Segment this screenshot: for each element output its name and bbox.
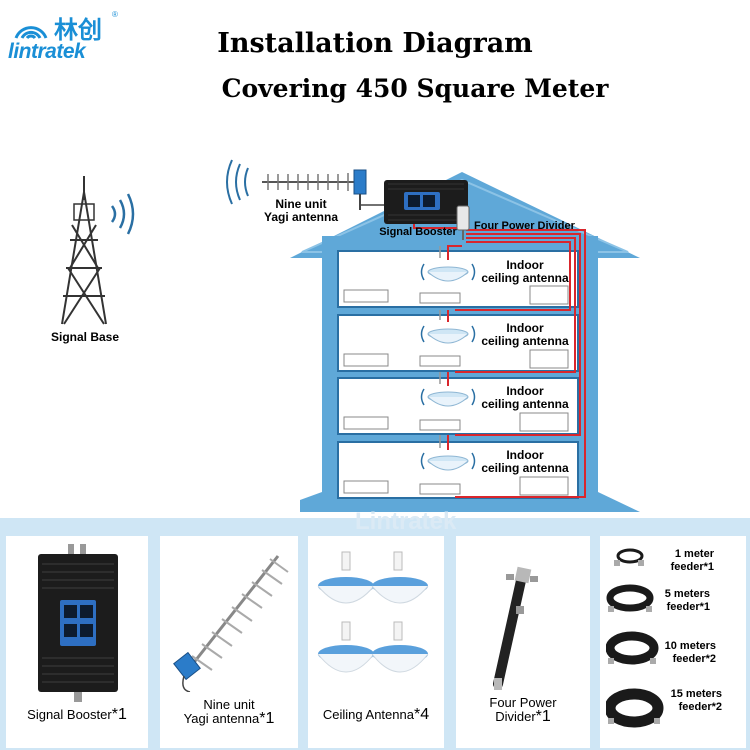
ceiling-antenna-icon: [420, 263, 476, 282]
installation-diagram: [61, 159, 640, 512]
logo-brand: lintratek: [8, 40, 86, 63]
feeder-qty: feeder*1: [670, 561, 714, 573]
signal-tower-icon: [61, 176, 107, 325]
product-name-line1: Four Power: [489, 695, 557, 710]
signal-base-label: Signal Base: [50, 330, 120, 344]
booster-label: Signal Booster: [379, 226, 457, 238]
product-qty: *1: [535, 708, 551, 725]
product-qty: *1: [259, 710, 275, 727]
floor-label-line1: Indoor: [506, 384, 544, 398]
feeder-length: 1 meter: [674, 548, 714, 560]
product-card-divider: Four Power Divider*1: [456, 536, 590, 748]
feeder-label: 10 meters feeder*2: [650, 640, 716, 666]
floor-label: Indoor ceiling antenna: [474, 259, 576, 285]
four-power-divider-icon: [456, 205, 470, 240]
product-qty: *4: [413, 706, 430, 723]
product-name: Signal Booster: [27, 707, 112, 722]
feeder-length: 5 meters: [664, 588, 710, 600]
floor-label-line1: Indoor: [506, 321, 544, 335]
feeder-cable-icon: [606, 548, 664, 728]
feeder-length: 10 meters: [664, 640, 716, 652]
feeder-qty: feeder*1: [666, 601, 710, 613]
product-card-booster: Signal Booster*1: [6, 536, 148, 748]
ceiling-antenna-icon: [420, 388, 476, 407]
floor-label-line2: ceiling antenna: [481, 271, 569, 285]
logo-registered: ®: [112, 10, 118, 19]
divider-label: Four Power Divider: [474, 220, 575, 232]
feeder-qty: feeder*2: [672, 653, 716, 665]
product-caption: Four Power Divider*1: [456, 695, 590, 725]
ceiling-antenna-icon: [317, 551, 429, 673]
feeder-length: 15 meters: [670, 688, 722, 700]
product-caption: Nine unit Yagi antenna*1: [160, 697, 298, 727]
product-qty: *1: [111, 706, 127, 723]
yagi-label-line1: Nine unit: [275, 197, 327, 211]
ceiling-antenna-icon: [420, 452, 476, 471]
floor-label-line2: ceiling antenna: [481, 461, 569, 475]
floor-label-line2: ceiling antenna: [481, 334, 569, 348]
wave-icon: [110, 193, 135, 235]
signal-booster-icon: [384, 180, 468, 224]
signal-booster-icon: [38, 544, 118, 702]
floor-label: Indoor ceiling antenna: [474, 385, 576, 411]
feeder-label: 15 meters feeder*2: [650, 688, 722, 714]
floor-room: [337, 250, 579, 308]
page-title: Installation Diagram: [217, 28, 533, 59]
floor-label-line1: Indoor: [506, 448, 544, 462]
signal-wave-icon: [14, 26, 48, 40]
product-name-line1: Nine unit: [203, 697, 255, 712]
yagi-label: Nine unit Yagi antenna: [256, 198, 346, 224]
logo-chinese: 林创: [54, 16, 102, 44]
yagi-antenna-icon: [262, 169, 385, 210]
product-card-feeders: 1 meter feeder*1 5 meters feeder*1 10 me…: [600, 536, 746, 748]
floor-label: Indoor ceiling antenna: [474, 322, 576, 348]
furniture-icon: [343, 285, 569, 496]
feeder-label: 1 meter feeder*1: [660, 548, 714, 574]
floor-room: [337, 314, 579, 372]
four-power-divider-icon: [493, 566, 538, 690]
product-name-line2: Divider: [495, 709, 536, 724]
yagi-label-line2: Yagi antenna: [263, 210, 339, 224]
product-caption: Signal Booster*1: [6, 706, 148, 723]
product-card-ceiling: Ceiling Antenna*4: [308, 536, 444, 748]
ceiling-antenna-icon: [420, 325, 476, 344]
product-caption: Ceiling Antenna*4: [308, 706, 444, 723]
feeder-cables: [413, 210, 586, 498]
product-name: Ceiling Antenna: [322, 707, 414, 722]
feeder-label: 5 meters feeder*1: [654, 588, 710, 614]
page-subtitle: Covering 450 Square Meter: [221, 74, 609, 103]
wave-icon: [226, 159, 249, 205]
product-name-line2: Yagi antenna: [183, 711, 260, 726]
floor-label-line2: ceiling antenna: [481, 397, 569, 411]
feeder-qty: feeder*2: [678, 701, 722, 713]
yagi-antenna-icon: [173, 555, 289, 692]
watermark: Lintratek: [355, 508, 457, 535]
floor-label-line1: Indoor: [506, 258, 544, 272]
floor-label: Indoor ceiling antenna: [474, 449, 576, 475]
product-card-yagi: Nine unit Yagi antenna*1: [160, 536, 298, 748]
